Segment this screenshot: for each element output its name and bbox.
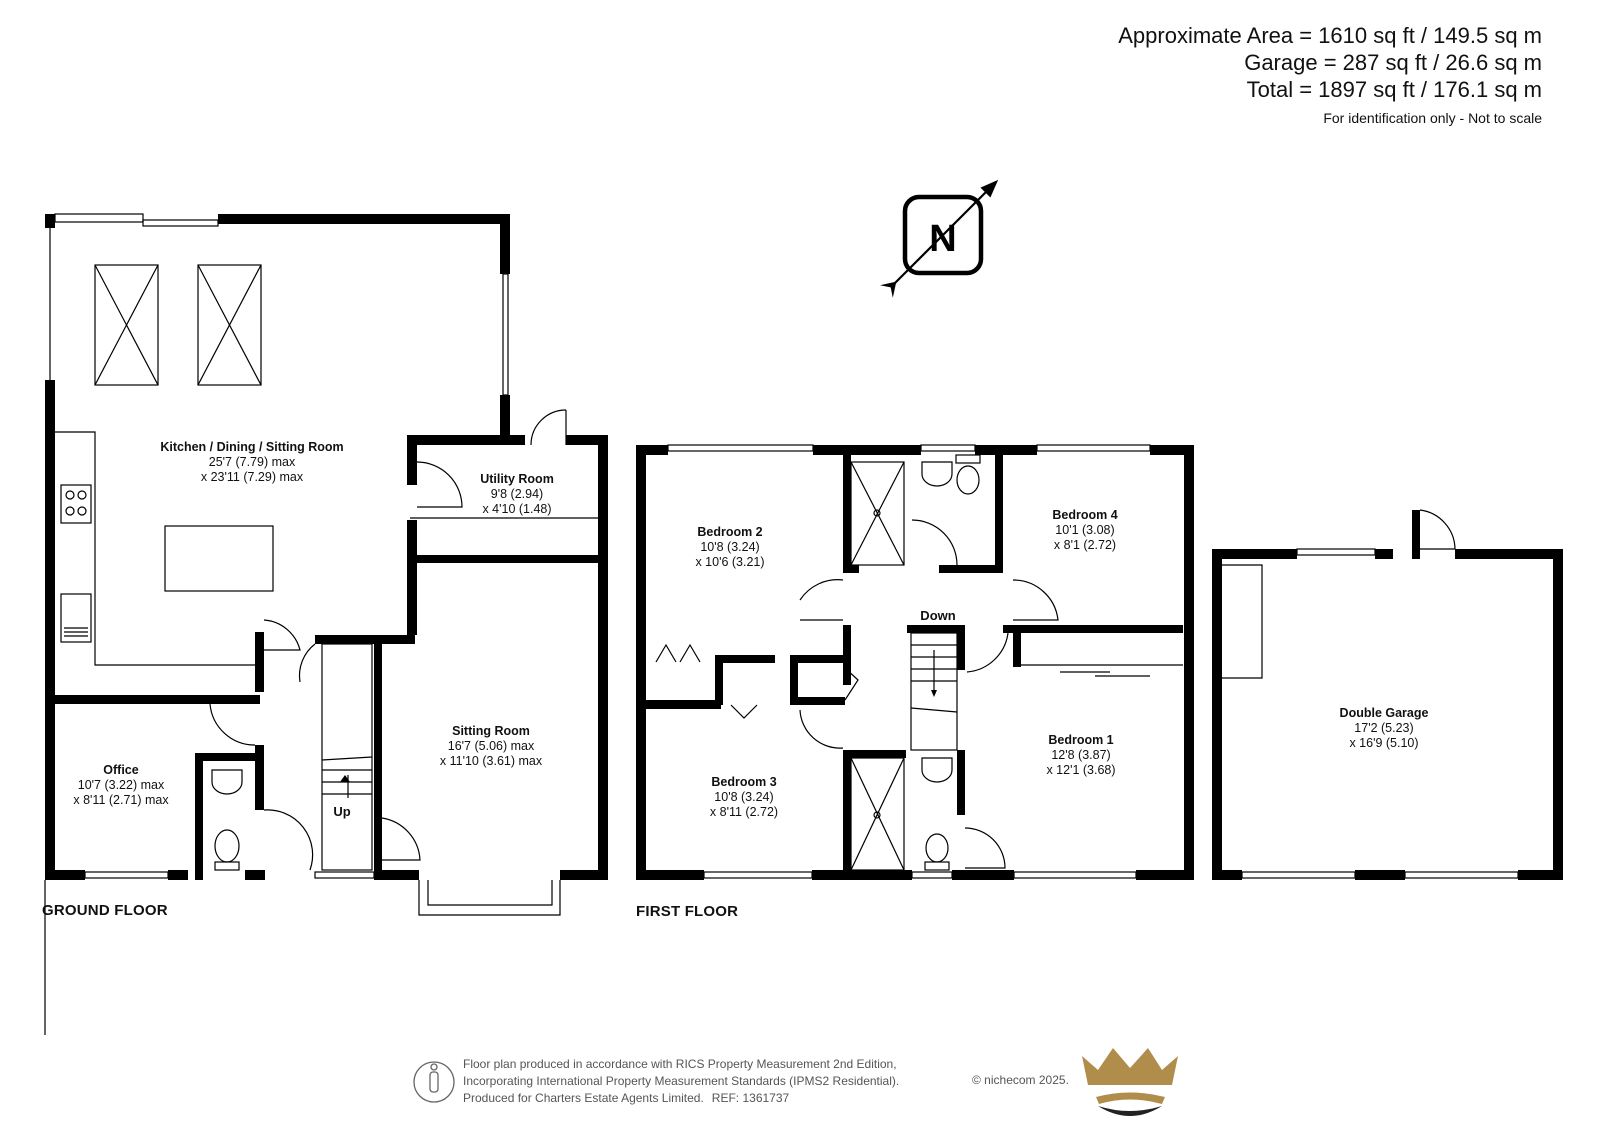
room-bedroom-1: Bedroom 1 12'8 (3.87) x 12'1 (3.68) — [1046, 733, 1115, 778]
footer-produced-for: Produced for Charters Estate Agents Limi… — [463, 1091, 704, 1105]
room-kitchen: Kitchen / Dining / Sitting Room 25'7 (7.… — [160, 440, 343, 485]
room-dim: 12'8 (3.87) — [1051, 748, 1111, 762]
approx-area: Approximate Area = 1610 sq ft / 149.5 sq… — [1118, 23, 1542, 48]
total-area: Total = 1897 sq ft / 176.1 sq m — [1246, 77, 1542, 102]
room-name: Bedroom 3 — [711, 775, 777, 789]
room-name: Bedroom 1 — [1048, 733, 1114, 747]
garage-area: Garage = 287 sq ft / 26.6 sq m — [1244, 50, 1542, 75]
room-dim: 10'7 (3.22) max — [77, 778, 165, 792]
room-dim: x 8'11 (2.71) max — [73, 793, 169, 807]
room-dim: x 8'11 (2.72) — [709, 805, 779, 819]
room-dim: 17'2 (5.23) — [1354, 721, 1414, 735]
room-name: Double Garage — [1339, 706, 1429, 720]
room-name: Utility Room — [480, 472, 554, 486]
footer-line-2: Incorporating International Property Mea… — [463, 1074, 900, 1088]
footer-line-3: Produced for Charters Estate Agents Limi… — [463, 1090, 899, 1107]
room-name: Sitting Room — [452, 724, 530, 738]
room-dim: 9'8 (2.94) — [490, 487, 544, 501]
room-name: Bedroom 2 — [697, 525, 763, 539]
room-dim: x 8'1 (2.72) — [1053, 538, 1117, 552]
room-dim: 16'7 (5.06) max — [447, 739, 535, 753]
ground-floor-label: GROUND FLOOR — [42, 902, 168, 919]
footer-line-1: Floor plan produced in accordance with R… — [463, 1057, 897, 1071]
room-dim: 10'8 (3.24) — [714, 790, 774, 804]
room-name: Bedroom 4 — [1052, 508, 1118, 522]
footer-ref: REF: 1361737 — [711, 1091, 790, 1105]
scale-note: For identification only - Not to scale — [1323, 110, 1542, 126]
room-sitting: Sitting Room 16'7 (5.06) max x 11'10 (3.… — [440, 724, 542, 769]
person-icon — [413, 1061, 455, 1103]
room-name: Kitchen / Dining / Sitting Room — [160, 440, 344, 454]
room-dim: x 16'9 (5.10) — [1349, 736, 1419, 750]
first-floor-label: FIRST FLOOR — [636, 903, 739, 920]
crown-logo-icon — [1082, 1048, 1178, 1116]
room-utility: Utility Room 9'8 (2.94) x 4'10 (1.48) — [480, 472, 554, 517]
room-dim: x 12'1 (3.68) — [1046, 763, 1116, 777]
svg-text:N: N — [929, 218, 956, 260]
room-bedroom-3: Bedroom 3 10'8 (3.24) x 8'11 (2.72) — [710, 775, 778, 820]
room-dim: x 23'11 (7.29) max — [200, 470, 304, 484]
room-bedroom-2: Bedroom 2 10'8 (3.24) x 10'6 (3.21) — [695, 525, 764, 570]
room-dim: 25'7 (7.79) max — [208, 455, 296, 469]
footer-disclaimer: Floor plan produced in accordance with R… — [463, 1056, 899, 1107]
room-dim: 10'1 (3.08) — [1055, 523, 1115, 537]
room-dim: x 10'6 (3.21) — [695, 555, 765, 569]
stairs-down-label: Down — [920, 608, 956, 623]
room-bedroom-4: Bedroom 4 10'1 (3.08) x 8'1 (2.72) — [1052, 508, 1117, 553]
copyright: © nichecom 2025. — [972, 1073, 1069, 1087]
room-office: Office 10'7 (3.22) max x 8'11 (2.71) max — [73, 763, 168, 808]
stairs-up-label: Up — [333, 804, 351, 819]
room-name: Office — [103, 763, 139, 777]
room-dim: x 11'10 (3.61) max — [439, 754, 543, 768]
room-double-garage: Double Garage 17'2 (5.23) x 16'9 (5.10) — [1340, 706, 1429, 751]
compass-north-icon — [880, 179, 999, 298]
room-dim: 10'8 (3.24) — [700, 540, 760, 554]
room-dim: x 4'10 (1.48) — [482, 502, 552, 516]
